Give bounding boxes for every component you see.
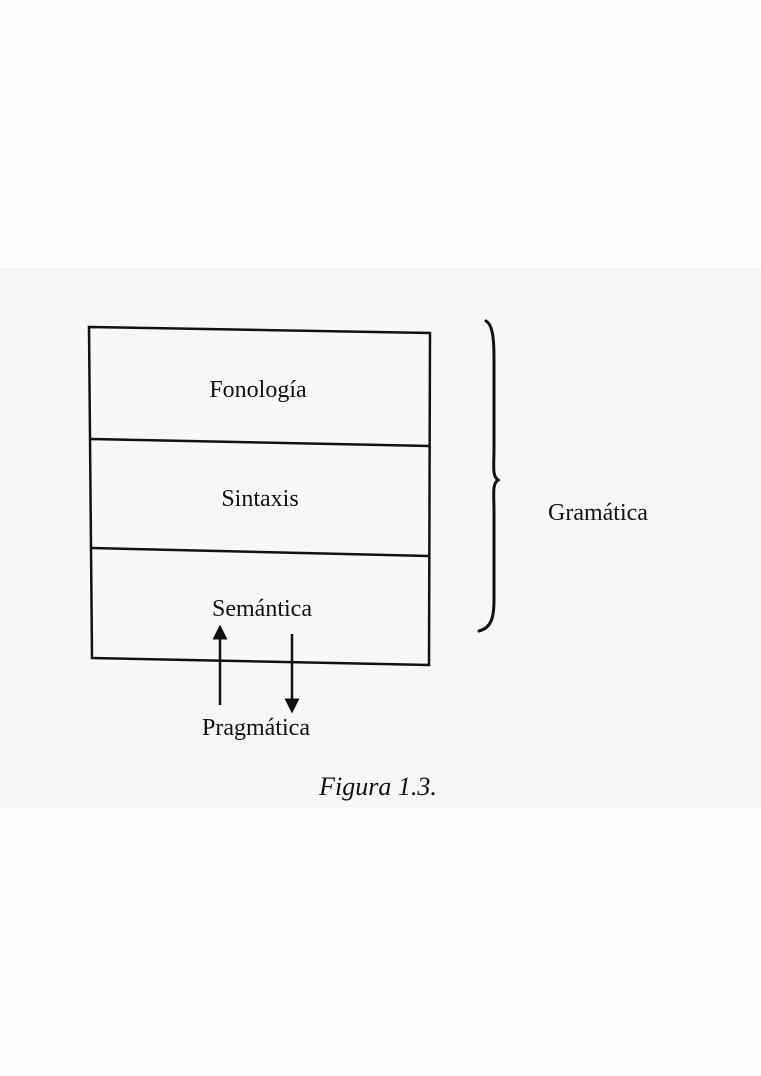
layers-box: [87, 325, 432, 667]
layer-label-semantica: Semántica: [212, 596, 312, 622]
figure-background: [0, 268, 761, 808]
curly-brace-icon: [477, 319, 501, 633]
figure-caption: Figura 1.3.: [318, 772, 437, 801]
grammar-label: Gramática: [548, 500, 648, 526]
layer-label-sintaxis: Sintaxis: [221, 486, 298, 512]
layer-label-fonologia: Fonología: [209, 377, 307, 403]
divider-line: [91, 546, 430, 558]
pragmatics-label: Pragmática: [202, 715, 310, 741]
divider-line: [90, 437, 431, 448]
